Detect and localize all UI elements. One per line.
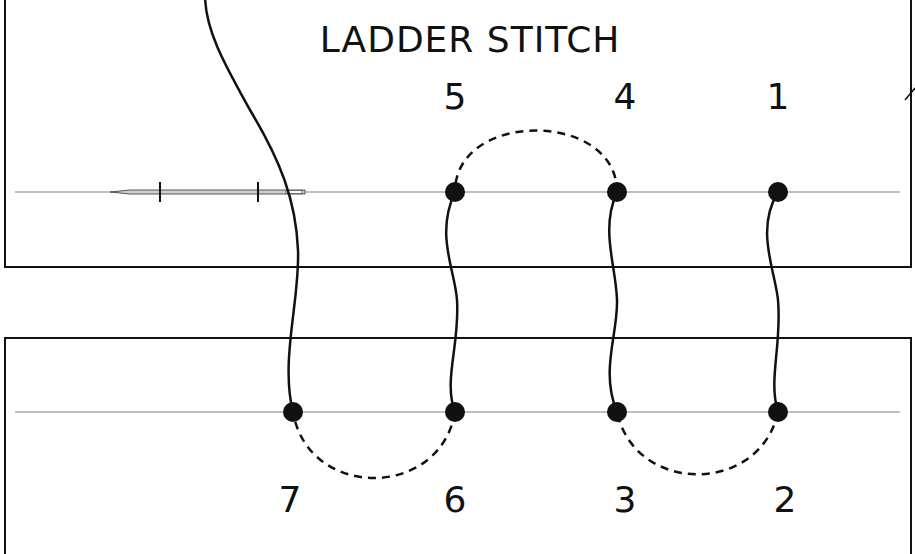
callout-number: 7 — [279, 482, 302, 518]
callout-number: 6 — [444, 482, 467, 518]
top-fabric-panel — [5, 0, 911, 267]
diagram-title: LADDER STITCH — [320, 22, 621, 58]
callout-number: 2 — [774, 482, 797, 518]
stitch-point — [283, 182, 788, 422]
callout-number: 3 — [614, 482, 637, 518]
callout-number: 1 — [767, 79, 790, 115]
callout-number: 4 — [614, 79, 637, 115]
callout-number: 5 — [444, 79, 467, 115]
hidden-thread — [293, 131, 778, 479]
panel-edge-mark — [905, 88, 915, 100]
visible-thread — [205, 0, 779, 412]
needle — [110, 182, 305, 202]
